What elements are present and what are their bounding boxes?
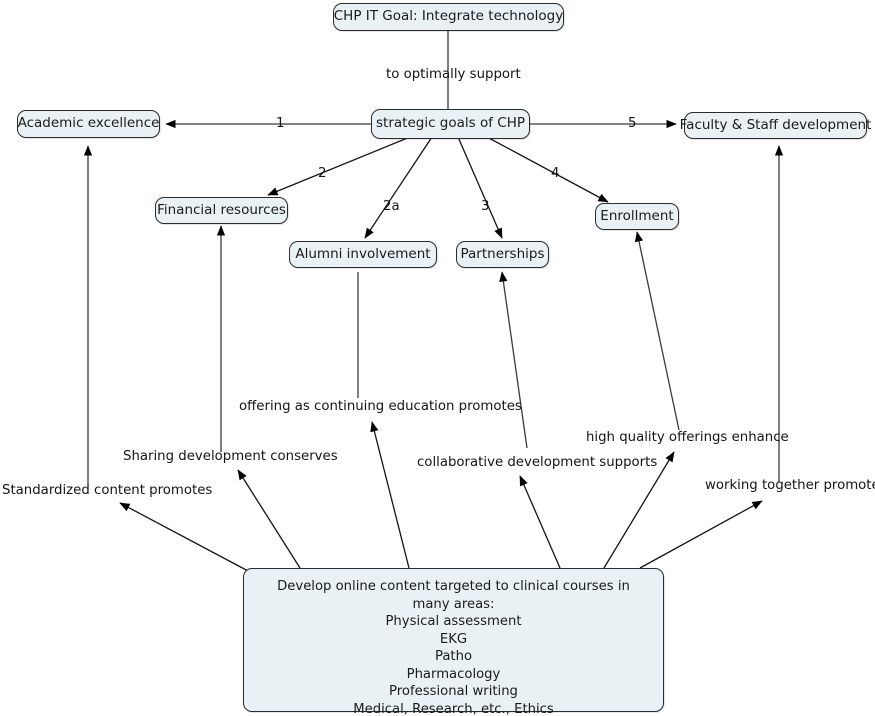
edge-strategic-to-partnerships	[457, 136, 503, 239]
edge-label-collaborative-development-supports: collaborative development supports	[417, 455, 658, 470]
develop-heading: Develop online content targeted to clini…	[277, 579, 630, 612]
edge-label-high-quality-offerings-enhance: high quality offerings enhance	[586, 430, 789, 445]
edge-develop-to-highquality	[603, 451, 675, 569]
node-faculty-staff-development[interactable]: Faculty & Staff development	[680, 112, 871, 139]
edge-strategic-to-enrollment	[486, 136, 609, 203]
edge-number-5: 5	[628, 116, 637, 131]
node-partnerships[interactable]: Partnerships	[456, 241, 549, 268]
develop-course-item: Medical, Research, etc., Ethics	[353, 701, 554, 716]
edge-develop-to-offering	[370, 421, 410, 569]
node-chp-it-goal[interactable]: CHP IT Goal: Integrate technology	[333, 3, 564, 31]
node-alumni-involvement[interactable]: Alumni involvement	[289, 241, 437, 268]
edge-develop-to-collaborative	[519, 475, 561, 569]
develop-course-item: EKG	[439, 631, 468, 647]
edge-label-standardized-content-promotes: Standardized content promotes	[2, 483, 213, 498]
edge-develop-to-sharing	[237, 469, 301, 569]
node-academic-excellence[interactable]: Academic excellence	[17, 110, 160, 138]
edge-number-2a: 2a	[383, 199, 400, 214]
edge-develop-to-standardized	[119, 502, 251, 573]
edge-highquality-riser	[634, 231, 680, 431]
edge-label-sharing-development-conserves: Sharing development conserves	[123, 449, 338, 464]
edge-strategic-to-alumni	[364, 136, 433, 239]
node-financial-resources[interactable]: Financial resources	[155, 197, 288, 224]
edge-collaborative-riser	[499, 271, 528, 449]
develop-course-item: Physical assessment	[385, 614, 522, 630]
edge-label-working-together-promotes: working together promotes	[705, 478, 875, 493]
develop-course-item: Pharmacology	[406, 666, 501, 682]
edge-develop-to-workingtogether	[639, 500, 763, 569]
edge-strategic-to-financial	[267, 136, 411, 196]
edge-label-to-optimally-support: to optimally support	[386, 67, 521, 82]
node-develop-online-content[interactable]: Develop online content targeted to clini…	[243, 568, 664, 716]
develop-course-item: Patho	[434, 649, 473, 665]
node-strategic-goals[interactable]: strategic goals of CHP	[371, 109, 530, 139]
develop-course-item: Professional writing	[389, 684, 518, 700]
edge-label-offering-as-continuing-education-promotes: offering as continuing education promote…	[239, 399, 522, 414]
edge-number-1: 1	[276, 116, 285, 131]
node-enrollment[interactable]: Enrollment	[595, 203, 679, 230]
edge-number-2: 2	[318, 166, 327, 181]
edge-number-3: 3	[481, 199, 490, 214]
edge-number-4: 4	[551, 166, 560, 181]
